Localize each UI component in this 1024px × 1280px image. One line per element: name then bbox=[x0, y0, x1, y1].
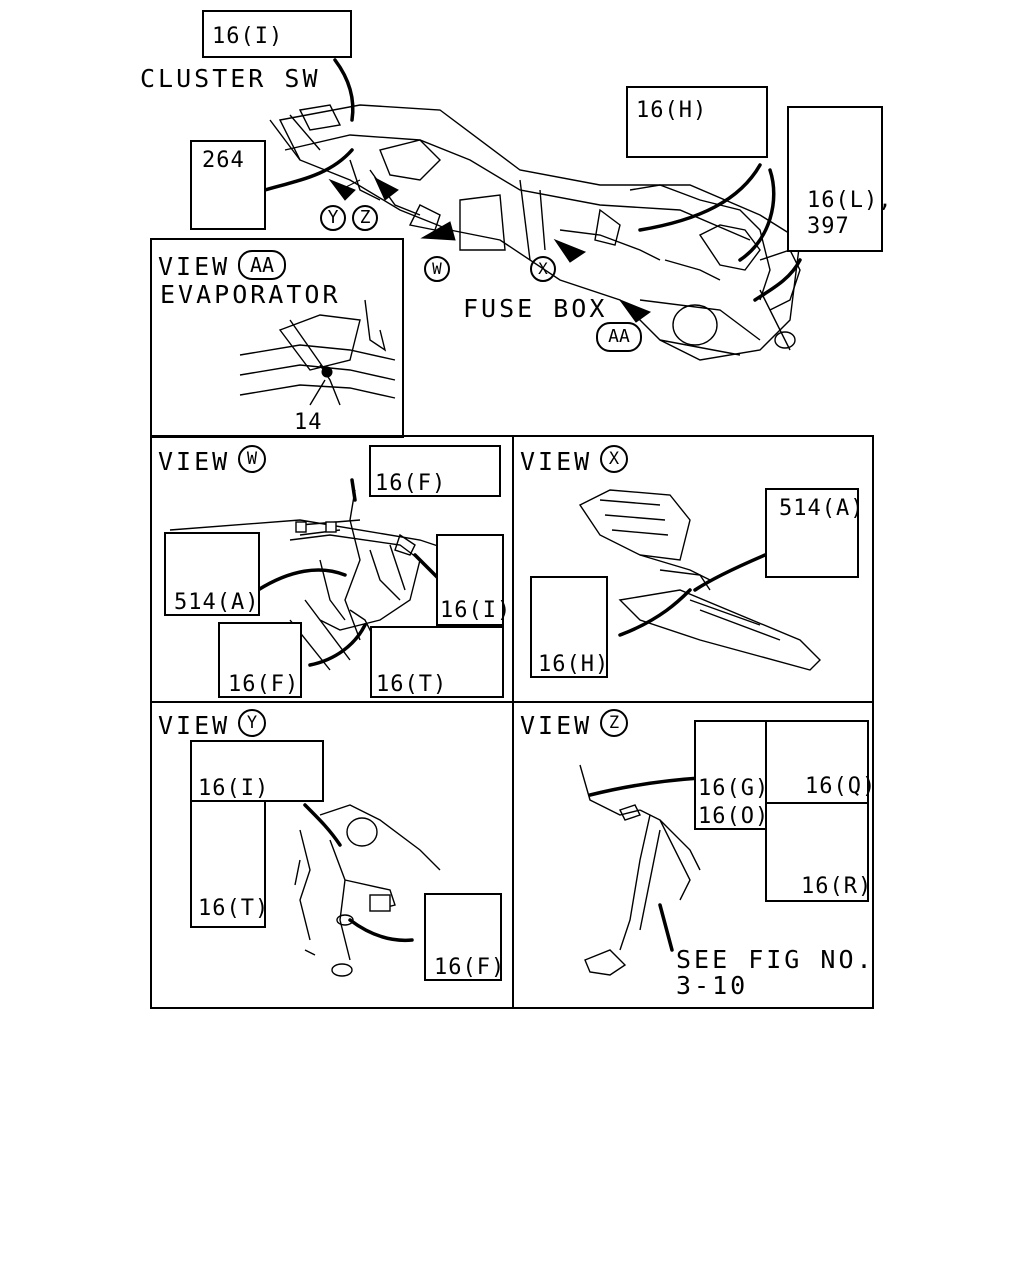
view-aa-title: VIEW bbox=[158, 252, 231, 281]
callout-264: 264 bbox=[190, 140, 266, 230]
view-w-16f-top-box: 16(F) bbox=[369, 445, 501, 497]
view-z-16g-label: 16(G), bbox=[698, 776, 784, 801]
view-w-16f-bottom-label: 16(F) bbox=[228, 672, 300, 697]
view-w-16i-box: 16(I) bbox=[436, 534, 510, 626]
instrument-panel-art bbox=[263, 58, 802, 361]
view-z-16g-16o-box: 16(G), 16(O) bbox=[694, 720, 782, 830]
view-x-title: VIEW bbox=[520, 447, 593, 476]
callout-16i-top-label: 16(I) bbox=[212, 24, 284, 49]
view-z-title: VIEW bbox=[520, 711, 593, 740]
view-aa-panel: VIEW AA EVAPORATOR 14 bbox=[150, 238, 404, 438]
view-aa-id: AA bbox=[238, 250, 286, 280]
view-z-panel: VIEW Z SEE FIG NO. 3-10 bbox=[512, 701, 874, 1009]
arrow-w-marker: W bbox=[424, 256, 450, 282]
view-w-16f-bottom-box: 16(F) bbox=[218, 622, 302, 698]
view-z-16o-label: 16(O) bbox=[698, 804, 770, 829]
view-y-16f-label: 16(F) bbox=[434, 955, 506, 980]
view-y-art bbox=[294, 803, 441, 977]
view-y-16i-label: 16(I) bbox=[198, 776, 270, 801]
view-y-16f-box: 16(F) bbox=[424, 893, 506, 981]
view-y-id: Y bbox=[238, 709, 266, 737]
view-y-16t-label: 16(T) bbox=[198, 896, 270, 921]
view-z-16q-label: 16(Q) bbox=[805, 774, 877, 799]
view-x-514a-box: 514(A) bbox=[765, 488, 863, 578]
cluster-sw-label: CLUSTER SW bbox=[140, 64, 321, 93]
callout-16l-label: 16(L), bbox=[807, 188, 893, 213]
callout-264-label: 264 bbox=[202, 148, 245, 173]
view-z-art bbox=[579, 764, 702, 976]
evaporator-label: EVAPORATOR bbox=[160, 280, 341, 309]
callout-16h-top-label: 16(H) bbox=[636, 98, 708, 123]
evaporator-art bbox=[239, 299, 396, 406]
callout-16h-top: 16(H) bbox=[626, 86, 768, 158]
view-w-16t-label: 16(T) bbox=[376, 672, 448, 697]
view-x-art bbox=[578, 489, 821, 671]
callout-16i-top: 16(I) bbox=[202, 10, 352, 58]
callout-397-label: 397 bbox=[807, 214, 850, 239]
view-w-16t-box: 16(T) bbox=[370, 626, 504, 698]
part-14-label: 14 bbox=[294, 410, 323, 435]
view-w-title: VIEW bbox=[158, 447, 231, 476]
see-fig-label: SEE FIG NO. bbox=[676, 945, 875, 974]
view-x-16h-label: 16(H) bbox=[538, 652, 610, 677]
view-z-id: Z bbox=[600, 709, 628, 737]
view-z-16r-box: 16(R) bbox=[765, 802, 873, 902]
view-x-id: X bbox=[600, 445, 628, 473]
view-w-16f-top-label: 16(F) bbox=[375, 471, 447, 496]
view-x-16h-box: 16(H) bbox=[530, 576, 608, 678]
view-w-514a-box: 514(A) bbox=[164, 532, 260, 616]
view-w-514a-label: 514(A) bbox=[174, 590, 260, 615]
view-y-title: VIEW bbox=[158, 711, 231, 740]
view-z-16r-label: 16(R) bbox=[801, 874, 873, 899]
arrow-y-marker: Y bbox=[320, 205, 346, 231]
fuse-box-label: FUSE BOX bbox=[463, 294, 608, 323]
view-y-16i-box: 16(I) bbox=[190, 740, 324, 802]
arrow-z-marker: Z bbox=[352, 205, 378, 231]
arrow-aa-marker: AA bbox=[596, 322, 642, 352]
view-z-16q-box: 16(Q) bbox=[765, 720, 875, 804]
callout-16l-397: 16(L), 397 bbox=[787, 106, 891, 252]
fig-no-label: 3-10 bbox=[676, 971, 749, 1000]
view-y-16t-box: 16(T) bbox=[190, 800, 270, 928]
view-w-id: W bbox=[238, 445, 266, 473]
view-x-514a-label: 514(A) bbox=[779, 496, 865, 521]
view-w-16i-label: 16(I) bbox=[440, 598, 512, 623]
arrow-x-marker: X bbox=[530, 256, 556, 282]
